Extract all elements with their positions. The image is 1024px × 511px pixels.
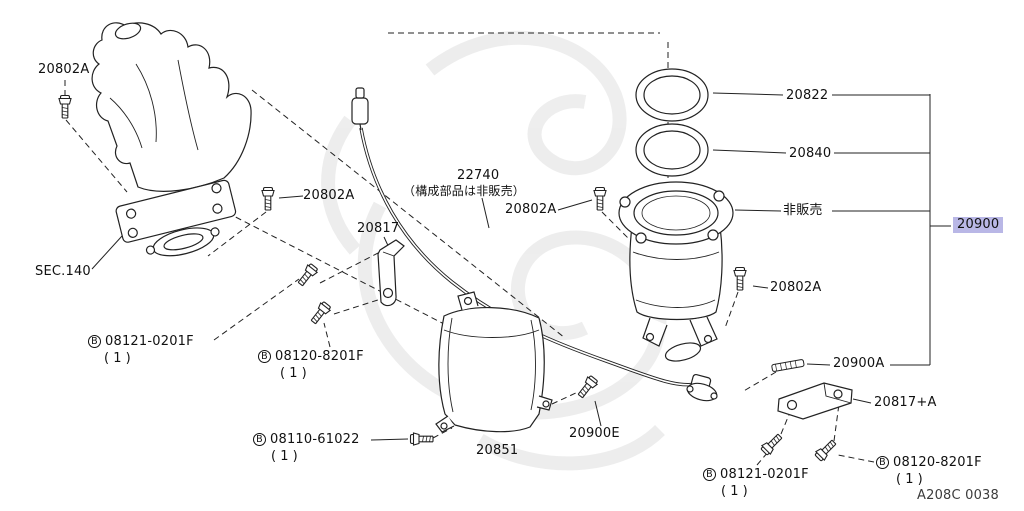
fastener-qty: ( 1 ) [104, 351, 131, 366]
circled-b-icon: B [703, 468, 716, 481]
fastener-label-08110[interactable]: B 08110-61022 [253, 433, 360, 447]
bolt-icon-08120-left [308, 300, 333, 327]
bolt-icon-upper-left [58, 94, 72, 119]
fastener-label-08120-right[interactable]: B 08120-8201F [876, 456, 982, 470]
part-label-20840[interactable]: 20840 [789, 146, 832, 161]
part-label-20900a[interactable]: 20900A [833, 356, 885, 371]
stud-20900A [771, 359, 805, 372]
part-label-20802a-inlet[interactable]: 20802A [505, 202, 557, 217]
fastener-number: 08121-0201F [720, 467, 809, 482]
harness-note-label: （構成部品は非販売） [403, 184, 526, 198]
bolt-icon-manifold [261, 186, 275, 211]
part-label-20817a[interactable]: 20817+A [874, 395, 937, 410]
part-label-20817[interactable]: 20817 [357, 221, 400, 236]
circled-b-icon: B [253, 433, 266, 446]
lower-cover-20851 [435, 291, 553, 433]
circled-b-icon: B [876, 456, 889, 469]
part-label-20851[interactable]: 20851 [476, 443, 519, 458]
fastener-number: 08120-8201F [275, 349, 364, 364]
part-label-20802a-manifold[interactable]: 20802A [303, 188, 355, 203]
harness-connector [351, 97, 369, 125]
fastener-label-08120-left[interactable]: B 08120-8201F [258, 350, 364, 364]
bolt-icon-08110 [409, 432, 434, 446]
circled-b-icon: B [88, 335, 101, 348]
part-label-20900e[interactable]: 20900E [569, 426, 620, 441]
sensor-flange [686, 373, 718, 402]
watermark-logo [321, 30, 667, 471]
fastener-number: 08121-0201F [105, 334, 194, 349]
part-label-20900-selected[interactable]: 20900 [953, 217, 1004, 233]
bolt-icon-08121-right [759, 431, 785, 457]
bolt-icon-08121-left [295, 262, 320, 289]
fastener-number: 08120-8201F [893, 455, 982, 470]
gasket-20840 [635, 123, 709, 177]
part-label-22740[interactable]: 22740 [457, 168, 500, 183]
fastener-label-08121-right[interactable]: B 08121-0201F [703, 468, 809, 482]
section-ref-label[interactable]: SEC.140 [35, 264, 91, 279]
catalytic-converter [618, 181, 734, 362]
exhaust-manifold [91, 22, 252, 257]
bracket-20817 [377, 239, 405, 307]
fastener-number: 08110-61022 [270, 432, 360, 447]
leader-lines [91, 92, 951, 441]
fastener-qty: ( 1 ) [271, 449, 298, 464]
fastener-qty: ( 1 ) [896, 472, 923, 487]
converter-note-label: 非販売 [783, 203, 823, 218]
bracket-20817A [777, 382, 853, 420]
gasket-20822 [635, 68, 709, 122]
bolt-icon-converter-side [733, 266, 747, 291]
drawing-code: A208C 0038 [917, 488, 999, 503]
fastener-qty: ( 1 ) [280, 366, 307, 381]
part-label-20802a-side[interactable]: 20802A [770, 280, 822, 295]
part-label-20822[interactable]: 20822 [786, 88, 829, 103]
part-label-20802a-upper-left[interactable]: 20802A [38, 62, 90, 77]
fastener-label-08121-left[interactable]: B 08121-0201F [88, 335, 194, 349]
bolt-icon-converter-inlet [593, 186, 607, 211]
bolt-icon-08120-right [813, 437, 839, 463]
circled-b-icon: B [258, 350, 271, 363]
fastener-qty: ( 1 ) [721, 484, 748, 499]
